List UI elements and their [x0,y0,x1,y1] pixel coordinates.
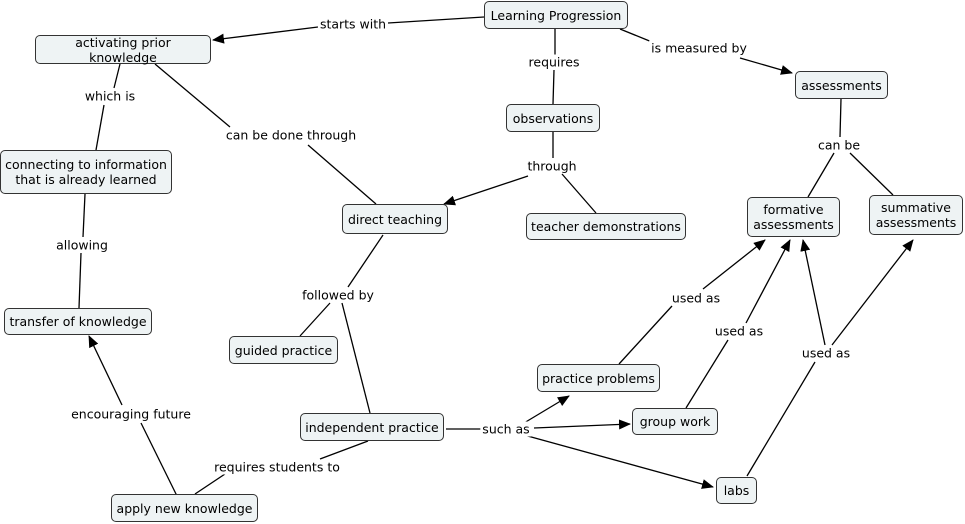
edge-which-is-b [95,104,105,151]
edge-can-be-c [849,152,894,196]
edge-used-as-2-a [685,339,729,409]
node-transfer-of-knowledge[interactable]: transfer of knowledge [4,308,152,335]
edge-starts-with-a [387,16,485,24]
link-label-can-be: can be [815,137,863,153]
link-label-requires: requires [526,54,582,70]
node-connecting-to-information[interactable]: connecting to information that is alread… [0,150,172,194]
node-activating-prior-knowledge[interactable]: activating prior knowledge [35,35,211,65]
edge-such-as-c [533,419,631,430]
edge-used-as-3-c [831,239,914,346]
edge-can-be-a [839,98,842,138]
link-label-used-as-2: used as [712,323,766,339]
node-apply-new-knowledge[interactable]: apply new knowledge [111,494,258,522]
edge-requires-b [552,69,555,105]
node-teacher-demonstrations[interactable]: teacher demonstrations [526,213,686,240]
edge-used-as-1-a [618,305,673,365]
node-assessments[interactable]: assessments [795,71,888,99]
edge-such-as-d [523,434,714,489]
node-practice-problems[interactable]: practice problems [537,364,660,392]
node-learning-progression[interactable]: Learning Progression [484,1,628,29]
edge-encouraging-a [140,422,178,497]
node-summative-assessments[interactable]: summative assessments [869,195,963,235]
edge-requires-students-b [194,473,226,495]
link-label-through: through [525,158,579,174]
edge-starts-with-b [212,26,319,44]
edge-used-as-3-b [800,239,826,346]
link-label-which-is: which is [82,88,138,104]
edge-followed-c [341,302,371,414]
node-labs[interactable]: labs [716,477,757,504]
link-label-requires-students-to: requires students to [212,459,342,475]
node-observations[interactable]: observations [506,104,600,132]
node-formative-assessments[interactable]: formative assessments [747,197,840,237]
node-group-work[interactable]: group work [632,408,718,435]
edge-done-through-b [307,144,377,205]
link-label-can-be-done-through: can be done through [223,127,359,143]
edge-allowing-a [82,193,86,238]
edge-encouraging-b [88,335,123,406]
link-label-allowing: allowing [54,237,110,253]
edge-followed-b [299,302,331,337]
edge-which-is-a [113,63,121,89]
link-label-such-as: such as [480,421,532,437]
edge-measured-a [619,28,653,43]
node-independent-practice[interactable]: independent practice [300,413,444,441]
edge-can-be-b [807,152,835,198]
node-guided-practice[interactable]: guided practice [229,336,338,364]
edge-followed-a [347,234,384,288]
link-label-followed-by: followed by [300,287,376,303]
edge-through-b [443,175,529,206]
edge-used-as-3-a [746,361,816,477]
link-label-used-as-3: used as [799,345,853,361]
node-direct-teaching[interactable]: direct teaching [342,204,448,234]
edge-through-c [561,173,597,214]
edge-used-as-2-b [745,239,791,324]
edge-allowing-b [78,252,82,309]
edge-requires-students-a [319,440,369,460]
link-label-used-as-1: used as [669,290,723,306]
edge-such-as-b [523,395,570,424]
link-label-encouraging-future: encouraging future [69,406,193,422]
edge-used-as-1-b [702,239,766,290]
link-label-starts-with: starts with [317,16,389,32]
link-label-is-measured-by: is measured by [649,40,749,56]
edge-done-through-a [154,63,231,128]
edge-measured-b [739,57,793,75]
